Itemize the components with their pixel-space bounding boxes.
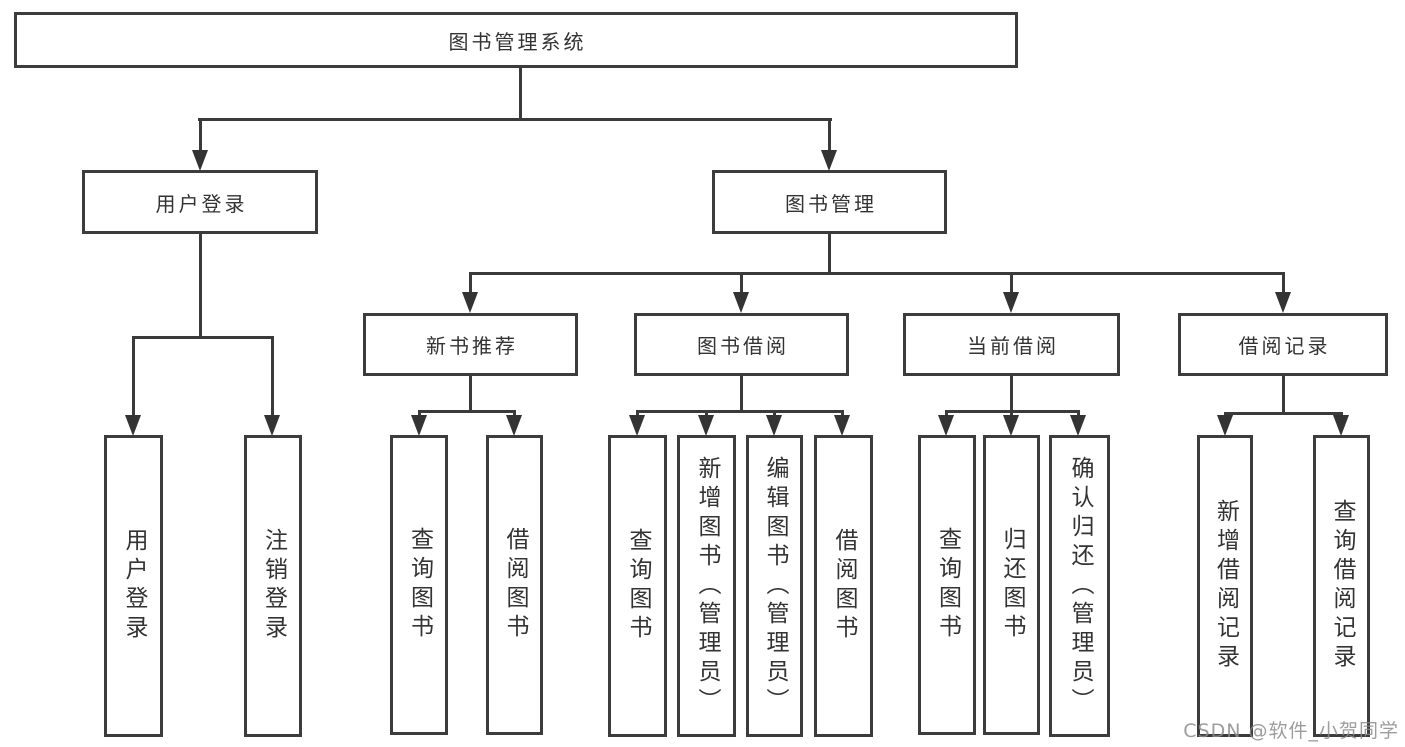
node-borrow-records-label: 借阅记录 bbox=[1238, 334, 1331, 358]
connector-vline bbox=[1010, 376, 1013, 412]
connector-hline bbox=[418, 410, 516, 413]
arrow-down-icon bbox=[1003, 415, 1019, 436]
arrow-down-icon bbox=[506, 415, 522, 436]
connector-vline bbox=[519, 67, 522, 120]
node-book-borrow: 图书借阅 bbox=[634, 313, 849, 376]
connector-vline bbox=[636, 410, 639, 418]
node-current-borrow: 当前借阅 bbox=[903, 313, 1120, 376]
connector-vline bbox=[773, 410, 776, 418]
connector-vline bbox=[828, 234, 831, 274]
arrow-down-icon bbox=[1333, 415, 1349, 436]
leaf-add-book-admin: 新增图书（管理员） bbox=[677, 435, 736, 737]
connector-vline bbox=[469, 272, 472, 295]
connector-vline bbox=[841, 410, 844, 418]
connector-vline bbox=[828, 118, 831, 152]
arrow-down-icon bbox=[125, 415, 141, 436]
leaf-query-books-current: 查询图书 bbox=[918, 435, 976, 735]
node-book-borrow-label: 图书借阅 bbox=[697, 334, 789, 358]
arrow-down-icon bbox=[1003, 292, 1019, 313]
node-book-management: 图书管理 bbox=[712, 170, 947, 234]
arrow-down-icon bbox=[938, 415, 954, 436]
connector-vline bbox=[740, 272, 743, 295]
connector-hline bbox=[198, 118, 832, 121]
connector-vline bbox=[469, 376, 472, 412]
node-user-login: 用户登录 bbox=[82, 170, 318, 234]
leaf-borrow-books: 借阅图书 bbox=[814, 435, 873, 737]
connector-hline bbox=[132, 336, 274, 339]
connector-vline bbox=[1282, 272, 1285, 295]
connector-vline bbox=[271, 336, 274, 417]
arrow-down-icon bbox=[629, 415, 645, 436]
arrow-down-icon bbox=[1217, 415, 1233, 436]
leaf-return-book: 归还图书 bbox=[983, 435, 1040, 735]
arrow-down-icon bbox=[462, 292, 478, 313]
arrow-down-icon bbox=[766, 415, 782, 436]
connector-vline bbox=[199, 118, 202, 152]
arrow-down-icon bbox=[411, 415, 427, 436]
connector-vline bbox=[1010, 410, 1013, 418]
connector-vline bbox=[945, 410, 948, 418]
connector-hline bbox=[1224, 412, 1342, 415]
arrow-down-icon bbox=[1275, 292, 1291, 313]
leaf-confirm-return-admin: 确认归还（管理员） bbox=[1049, 435, 1110, 737]
node-current-borrow-label: 当前借阅 bbox=[967, 334, 1059, 358]
connector-vline bbox=[132, 336, 135, 417]
connector-vline bbox=[1077, 410, 1080, 418]
leaf-add-borrow-record: 新增借阅记录 bbox=[1197, 435, 1253, 737]
leaf-user-login: 用户登录 bbox=[104, 435, 163, 737]
connector-vline bbox=[1010, 272, 1013, 295]
node-user-login-label: 用户登录 bbox=[155, 191, 248, 216]
connector-vline bbox=[513, 410, 516, 418]
leaf-logout: 注销登录 bbox=[244, 435, 302, 737]
node-book-management-label: 图书管理 bbox=[785, 191, 877, 216]
connector-vline bbox=[199, 234, 202, 338]
node-new-book-recommend: 新书推荐 bbox=[363, 313, 578, 376]
leaf-query-borrow-record: 查询借阅记录 bbox=[1313, 435, 1370, 737]
connector-hline bbox=[469, 272, 1285, 275]
node-new-book-recommend-label: 新书推荐 bbox=[426, 334, 518, 358]
connector-vline bbox=[418, 410, 421, 418]
arrow-down-icon bbox=[192, 150, 208, 171]
leaf-edit-book-admin: 编辑图书（管理员） bbox=[746, 435, 803, 737]
leaf-query-books-borrow: 查询图书 bbox=[608, 435, 667, 737]
watermark: CSDN @软件_小贺同学 bbox=[1183, 720, 1399, 742]
leaf-query-books-recommend: 查询图书 bbox=[390, 435, 448, 735]
arrow-down-icon bbox=[733, 292, 749, 313]
node-root-label: 图书管理系统 bbox=[448, 29, 587, 54]
connector-vline bbox=[740, 376, 743, 412]
node-root: 图书管理系统 bbox=[14, 12, 1018, 68]
arrow-down-icon bbox=[821, 150, 837, 171]
leaf-borrow-books-recommend: 借阅图书 bbox=[486, 435, 543, 735]
connector-vline bbox=[1282, 376, 1285, 414]
node-borrow-records: 借阅记录 bbox=[1178, 313, 1388, 376]
connector-hline bbox=[636, 410, 844, 413]
connector-vline bbox=[705, 410, 708, 418]
arrow-down-icon bbox=[834, 415, 850, 436]
arrow-down-icon bbox=[264, 415, 280, 436]
arrow-down-icon bbox=[1070, 415, 1086, 436]
arrow-down-icon bbox=[698, 415, 714, 436]
